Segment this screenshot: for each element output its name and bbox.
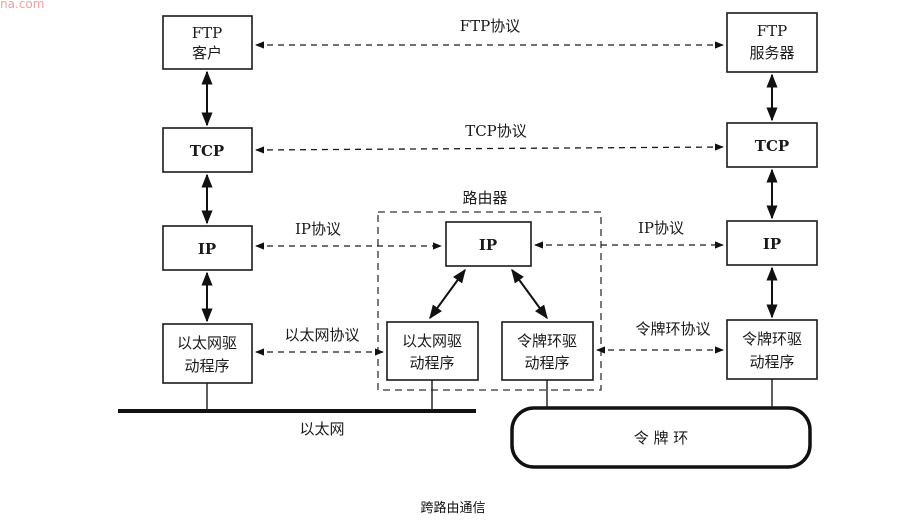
router-eth-label-2: 动程序 bbox=[409, 354, 454, 372]
left-ip-box bbox=[162, 225, 253, 271]
left-tcp-box bbox=[162, 127, 253, 173]
left-ftp-label-2: 客户 bbox=[192, 44, 222, 62]
ip-protocol-left-label: IP协议 bbox=[295, 220, 341, 238]
watermark-text: na.com bbox=[0, 0, 44, 11]
left-tcp-label: TCP bbox=[190, 142, 224, 160]
router-token-ring-driver-box bbox=[501, 321, 594, 381]
tcp-protocol-label: TCP协议 bbox=[465, 122, 527, 140]
router-ip-box bbox=[445, 221, 532, 267]
tcp-protocol-arrow bbox=[255, 143, 724, 154]
right-ip-box bbox=[726, 220, 818, 266]
left-driver-label-2: 动程序 bbox=[184, 357, 229, 375]
right-driver-label-1: 令牌环驱 bbox=[742, 330, 802, 348]
right-token-ring-driver-box bbox=[726, 319, 818, 380]
left-ftp-client-box bbox=[162, 15, 253, 70]
router-boundary bbox=[377, 211, 602, 391]
token-ring-protocol-label: 令牌环协议 bbox=[635, 320, 710, 338]
router-ip-token-arrow bbox=[511, 268, 548, 320]
right-tcp-box bbox=[726, 122, 818, 168]
right-ftp-label-1: FTP bbox=[757, 22, 788, 40]
router-token-label-2: 动程序 bbox=[524, 354, 569, 372]
ethernet-protocol-label: 以太网协议 bbox=[284, 326, 359, 344]
left-ftp-label-1: FTP bbox=[192, 24, 223, 42]
ip-protocol-right-label: IP协议 bbox=[638, 219, 684, 237]
left-driver-label-1: 以太网驱 bbox=[177, 334, 237, 352]
router-ip-eth-arrow bbox=[429, 268, 466, 320]
router-title: 路由器 bbox=[462, 189, 507, 207]
router-token-label-1: 令牌环驱 bbox=[517, 332, 577, 350]
right-ftp-label-2: 服务器 bbox=[749, 44, 794, 62]
router-ethernet-driver-box bbox=[386, 321, 479, 381]
ftp-protocol-label: FTP协议 bbox=[460, 17, 521, 35]
right-ip-label: IP bbox=[763, 235, 781, 253]
figure-caption: 跨路由通信 bbox=[420, 500, 485, 516]
right-ftp-server-box bbox=[726, 12, 818, 73]
ethernet-label: 以太网 bbox=[299, 420, 344, 438]
token-ring-network bbox=[510, 406, 812, 469]
right-driver-label-2: 动程序 bbox=[749, 353, 794, 371]
router-ip-label: IP bbox=[479, 236, 497, 254]
router-eth-label-1: 以太网驱 bbox=[402, 332, 462, 350]
right-tcp-label: TCP bbox=[755, 137, 789, 155]
left-ip-label: IP bbox=[198, 240, 216, 258]
token-ring-label: 令 牌 环 bbox=[634, 429, 689, 447]
